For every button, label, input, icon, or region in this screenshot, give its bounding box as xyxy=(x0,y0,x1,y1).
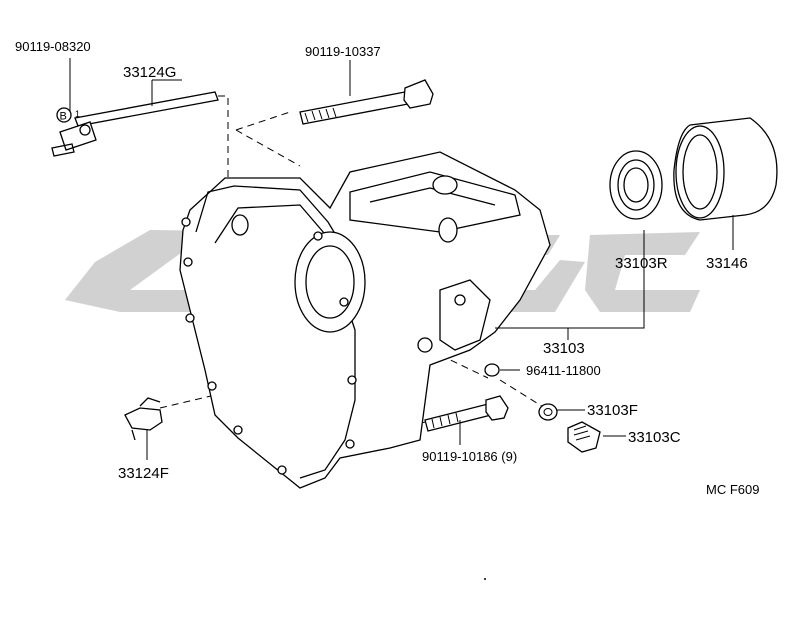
label-33124F: 33124F xyxy=(118,465,169,482)
label-33103C: 33103C xyxy=(628,429,681,446)
label-90119-10337: 90119-10337 xyxy=(305,44,381,59)
bolt-90119-10186 xyxy=(424,395,509,445)
figure-code: MC F609 xyxy=(706,482,759,497)
label-33103R: 33103R xyxy=(615,255,668,272)
shift-shaft-33124G xyxy=(51,58,219,157)
label-90119-10186: 90119-10186 (9) xyxy=(422,449,517,464)
label-96411-11800: 96411-11800 xyxy=(526,363,601,378)
label-90119-08320: 90119-08320 xyxy=(15,39,91,54)
leader-33103 xyxy=(495,230,645,340)
plug-33103C xyxy=(567,421,626,453)
b-callout-sub: 1 xyxy=(75,109,80,119)
bolt-90119-10337 xyxy=(299,60,434,125)
plug-96411-11800 xyxy=(484,363,520,377)
b-callout: B 1 xyxy=(56,107,80,123)
label-33124G: 33124G xyxy=(123,64,176,81)
transmission-case-33103 xyxy=(179,151,551,489)
bushing-33124F xyxy=(124,397,163,460)
sleeve-33146 xyxy=(673,117,778,250)
label-33103F: 33103F xyxy=(587,402,638,419)
washer-33103F xyxy=(538,403,585,421)
label-33103: 33103 xyxy=(543,340,585,357)
label-33146: 33146 xyxy=(706,255,748,272)
scan-speck xyxy=(484,578,486,580)
b-callout-letter: B xyxy=(60,111,67,123)
oil-seal-33103R xyxy=(609,150,663,220)
